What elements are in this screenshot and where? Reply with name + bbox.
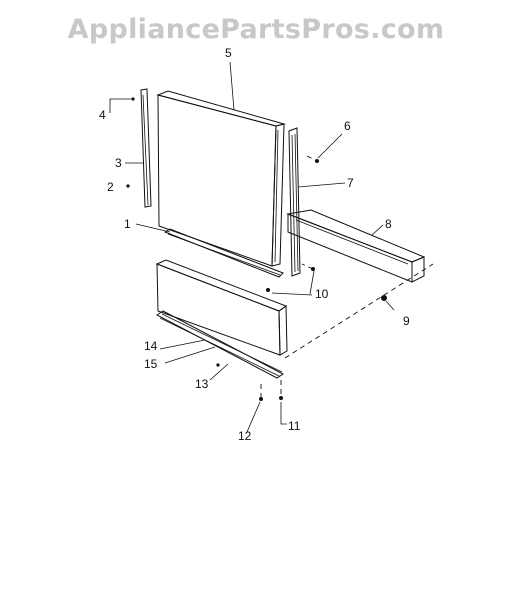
alignment-lines xyxy=(260,155,434,399)
callout-15: 15 xyxy=(144,357,158,371)
callout-8: 8 xyxy=(385,217,392,231)
part-left-trim-strip xyxy=(140,88,152,208)
callout-5: 5 xyxy=(225,46,232,60)
screw-11 xyxy=(279,396,283,400)
part-bottom-rail xyxy=(163,228,284,278)
callout-4: 4 xyxy=(99,108,106,122)
callout-13: 13 xyxy=(195,377,209,391)
screw-9 xyxy=(381,295,387,301)
part-door-panel xyxy=(156,90,286,267)
callout-14: 14 xyxy=(144,339,158,353)
part-lower-panel xyxy=(155,259,288,356)
leader-lines xyxy=(109,61,395,433)
screw-2 xyxy=(126,184,130,188)
screw-10a xyxy=(266,288,270,292)
part-right-trim-strip xyxy=(288,127,301,277)
callout-12: 12 xyxy=(238,429,252,443)
screw-4 xyxy=(131,97,135,101)
callout-10: 10 xyxy=(315,287,329,301)
part-lower-trim xyxy=(156,310,284,379)
screw-13 xyxy=(216,363,220,367)
screw-12 xyxy=(259,397,263,401)
callout-6: 6 xyxy=(344,119,351,133)
part-side-channel xyxy=(286,209,426,283)
callout-11: 11 xyxy=(288,419,301,433)
callout-2: 2 xyxy=(107,180,114,194)
callout-9: 9 xyxy=(403,314,410,328)
watermark-logo: AppliancePartsPros.com xyxy=(67,14,445,45)
callout-1: 1 xyxy=(124,217,131,231)
callout-7: 7 xyxy=(347,176,354,190)
fasteners xyxy=(126,97,387,401)
callout-labels: 5 4 6 3 7 2 8 1 10 9 14 15 13 12 11 xyxy=(99,46,410,443)
callout-3: 3 xyxy=(115,156,122,170)
